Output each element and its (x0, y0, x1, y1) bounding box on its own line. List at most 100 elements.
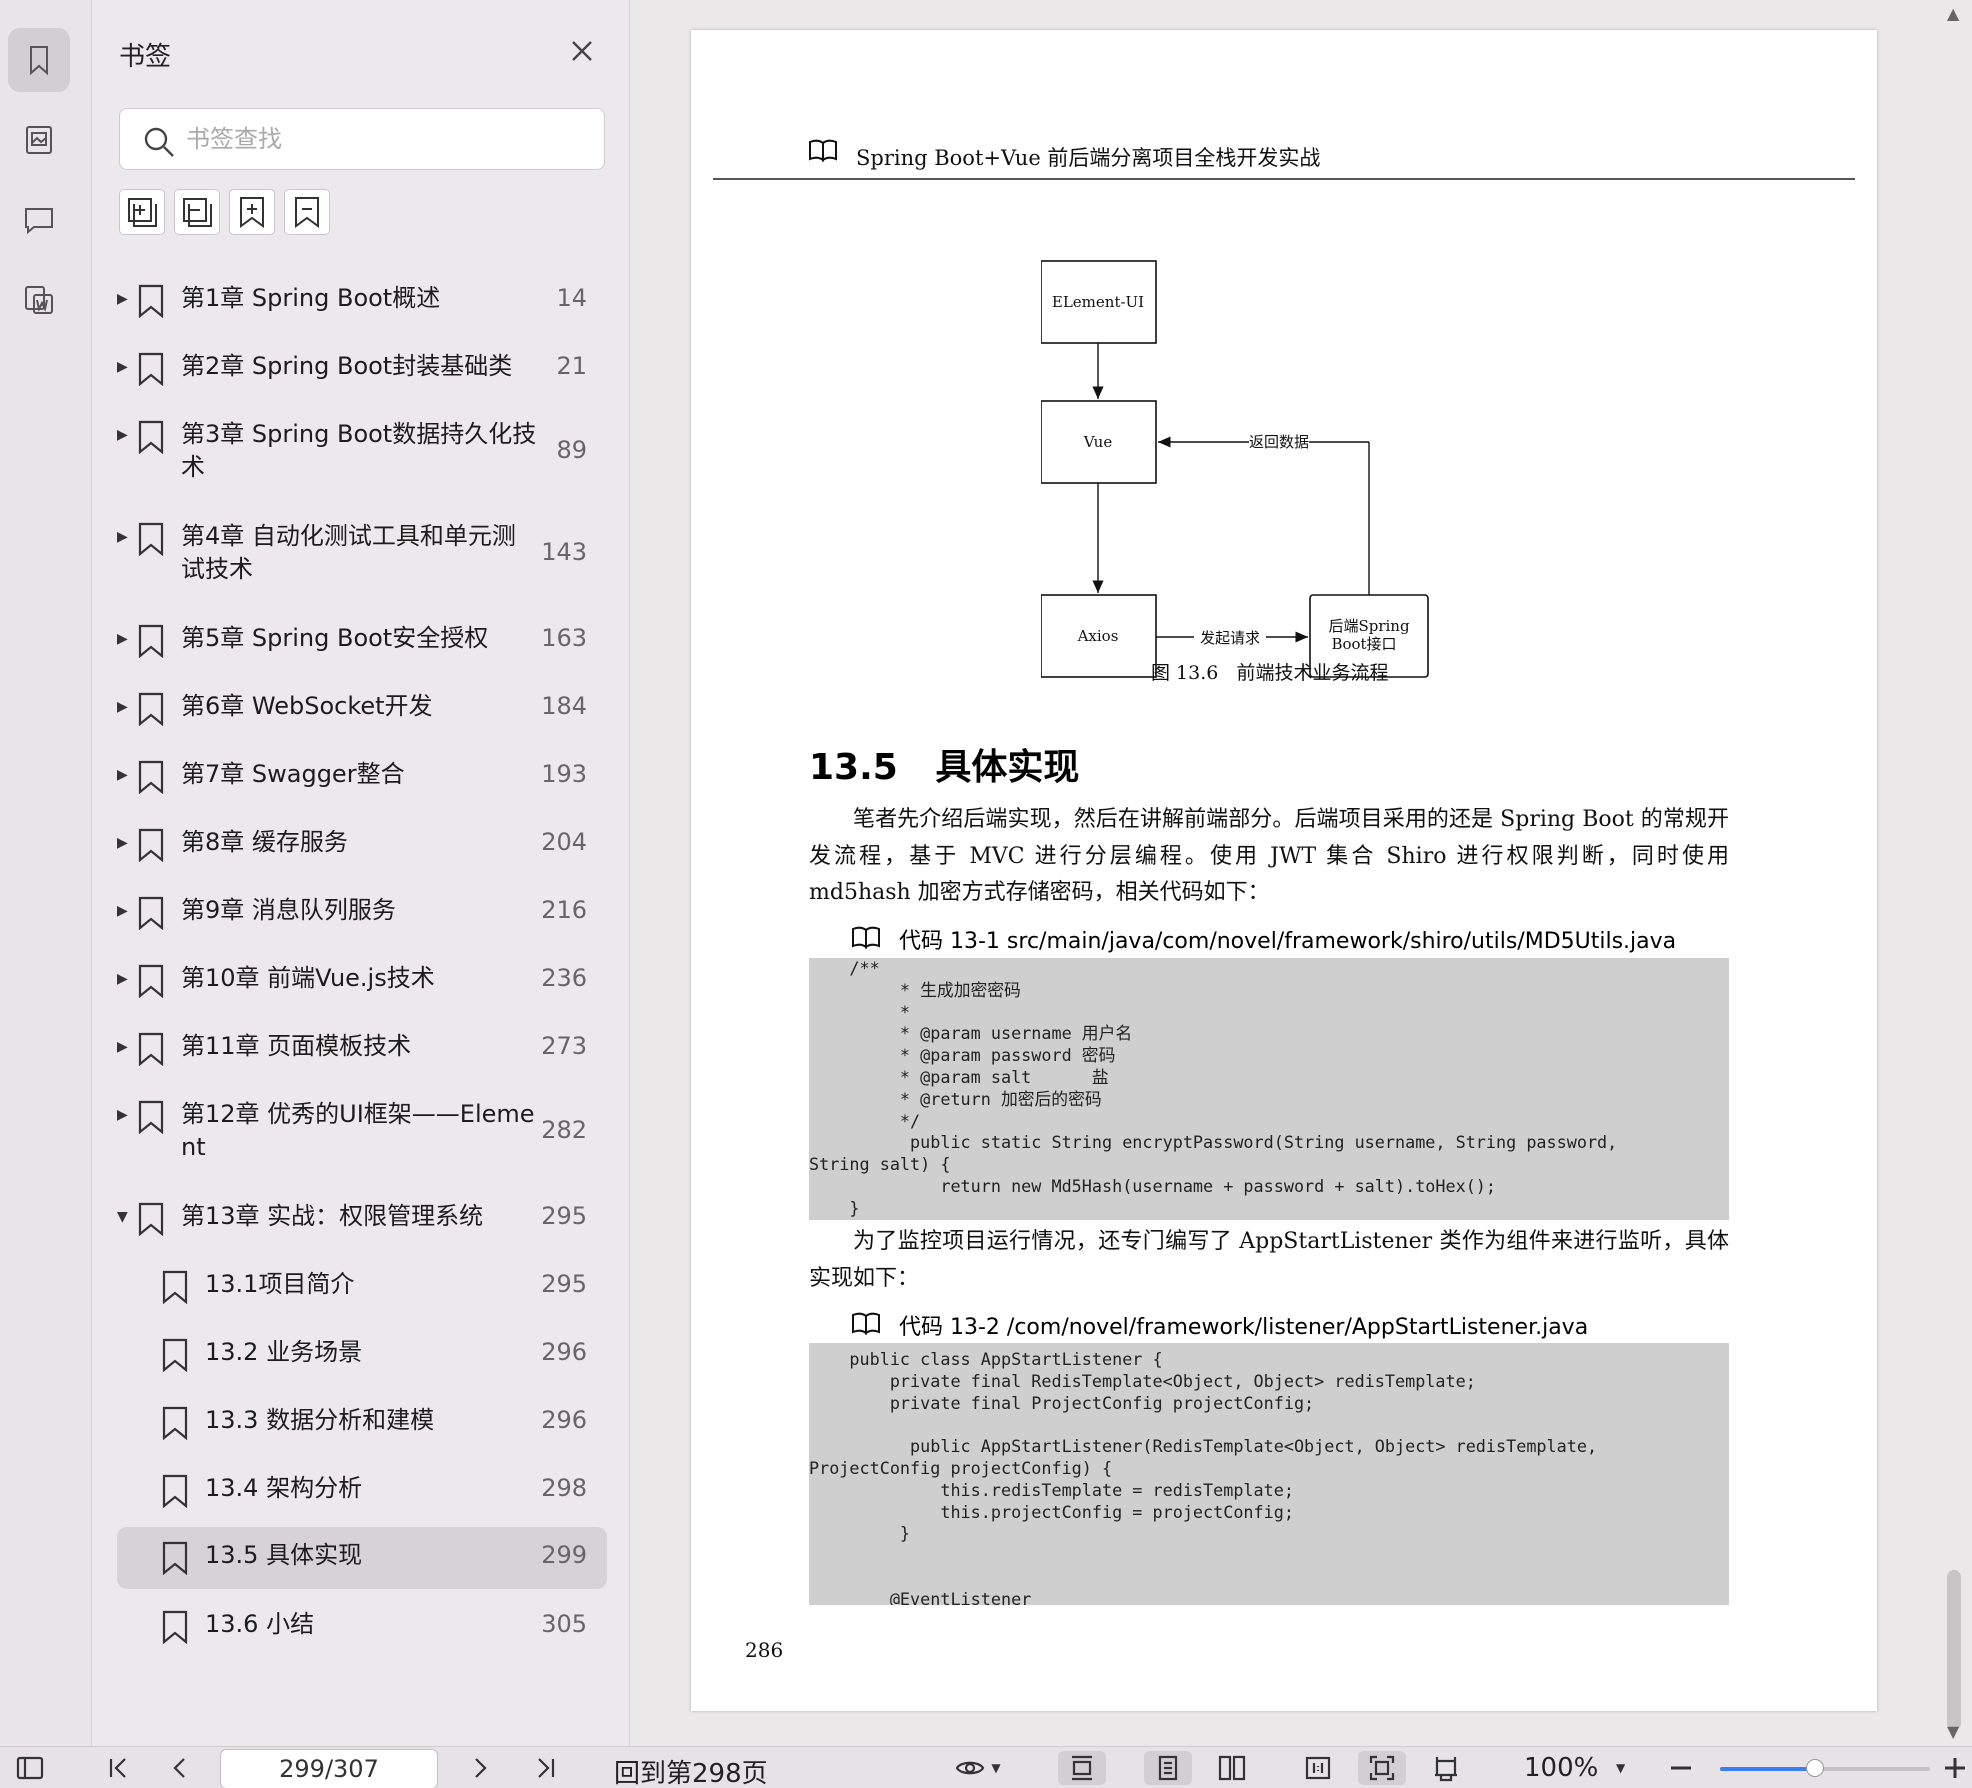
fit-width-button[interactable] (1058, 1751, 1106, 1785)
bookmark-item-13-2[interactable]: 13.2 业务场景 296 (117, 1330, 607, 1380)
expand-arrow-icon[interactable]: ▶ (117, 291, 128, 307)
zoom-slider-handle[interactable] (1805, 1759, 1824, 1777)
bookmark-search[interactable] (119, 108, 605, 170)
scroll-down-icon[interactable]: ▼ (1947, 1722, 1960, 1741)
expand-arrow-icon[interactable]: ▶ (117, 1039, 128, 1055)
bookmark-item-ch13[interactable]: ▼ 第13章 实战：权限管理系统 295 (117, 1194, 607, 1244)
next-page-button[interactable] (462, 1751, 498, 1785)
bookmark-label: 13.4 架构分析 (205, 1474, 363, 1502)
fit-screen-icon (1369, 1755, 1395, 1781)
bookmark-label: 第9章 消息队列服务 (181, 896, 396, 924)
collapse-bookmark-button[interactable] (174, 189, 220, 235)
bookmark-label: 第12章 优秀的UI框架——Eleme (181, 1100, 535, 1128)
first-page-button[interactable] (100, 1751, 136, 1785)
crop-button[interactable] (1422, 1751, 1470, 1785)
document-view[interactable]: Spring Boot+Vue 前后端分离项目全栈开发实战 ELement-UI… (631, 0, 1942, 1746)
expand-arrow-icon[interactable]: ▶ (117, 903, 128, 919)
bookmark-item-ch11[interactable]: ▶ 第11章 页面模板技术 273 (117, 1024, 607, 1074)
bookmark-item-13-3[interactable]: 13.3 数据分析和建模 296 (117, 1398, 607, 1448)
bookmark-page: 143 (541, 538, 587, 566)
bookmark-item-ch6[interactable]: ▶ 第6章 WebSocket开发 184 (117, 684, 607, 734)
bookmark-item-ch7[interactable]: ▶ 第7章 Swagger整合 193 (117, 752, 607, 802)
collapse-arrow-icon[interactable]: ▼ (117, 1209, 128, 1225)
bookmark-item-ch4[interactable]: ▶ 第4章 自动化测试工具和单元测 试技术 143 (117, 514, 607, 594)
code-block-1-text: /** * 生成加密密码 * * @param username 用户名 * @… (809, 958, 1618, 1218)
actual-size-button[interactable] (1294, 1751, 1342, 1785)
zoom-out-button[interactable] (1664, 1751, 1698, 1785)
single-page-button[interactable] (1144, 1751, 1192, 1785)
word-panel-button[interactable] (8, 268, 70, 332)
comment-panel-button[interactable] (8, 188, 70, 252)
bookmark-panel: 书签 ▶ 第1章 Spring Boot概述 14 ▶ 第2章 Spring B… (93, 0, 630, 1746)
expand-arrow-icon[interactable]: ▶ (117, 359, 128, 375)
expand-arrow-icon[interactable]: ▶ (117, 699, 128, 715)
scroll-thumb[interactable] (1947, 1570, 1961, 1730)
bookmark-page: 204 (541, 828, 587, 856)
bookmark-label: 第2章 Spring Boot封装基础类 (181, 352, 513, 380)
return-to-page-link[interactable]: 回到第298页 (614, 1759, 768, 1788)
view-mode-dropdown[interactable]: ▼ (948, 1751, 1008, 1785)
bookmark-page: 89 (556, 436, 587, 464)
node-vue-label: Vue (1083, 433, 1113, 451)
bookmark-item-13-5[interactable]: 13.5 具体实现 299 (117, 1527, 607, 1589)
collapse-all-icon (183, 198, 212, 227)
bookmark-item-ch12[interactable]: ▶ 第12章 优秀的UI框架——Eleme nt 282 (117, 1092, 607, 1172)
bookmark-page: 236 (541, 964, 587, 992)
add-bookmark-button[interactable] (119, 189, 165, 235)
bookmark-label: 13.6 小结 (205, 1610, 315, 1638)
bookmark-icon (137, 1202, 165, 1237)
expand-arrow-icon[interactable]: ▶ (117, 835, 128, 851)
bookmark-label-cont: 术 (181, 453, 205, 481)
bookmark-icon (161, 1270, 189, 1305)
expand-arrow-icon[interactable]: ▶ (117, 767, 128, 783)
bookmark-item-ch9[interactable]: ▶ 第9章 消息队列服务 216 (117, 888, 607, 938)
expand-arrow-icon[interactable]: ▶ (117, 631, 128, 647)
scroll-up-icon[interactable]: ▲ (1947, 4, 1960, 23)
zoom-in-button[interactable] (1940, 1751, 1970, 1785)
bookmark-remove-icon (295, 197, 319, 228)
edge-return-label: 返回数据 (1249, 433, 1309, 451)
bookmark-item-13-6[interactable]: 13.6 小结 305 (117, 1602, 607, 1652)
bookmark-add-icon (240, 197, 264, 228)
bookmark-item-ch8[interactable]: ▶ 第8章 缓存服务 204 (117, 820, 607, 870)
bookmark-item-ch1[interactable]: ▶ 第1章 Spring Boot概述 14 (117, 276, 607, 326)
bottom-toolbar: 回到第298页 ▼ 100% ▼ (0, 1746, 1972, 1788)
bookmark-item-ch5[interactable]: ▶ 第5章 Spring Boot安全授权 163 (117, 616, 607, 666)
node-backend-label-2: Boot接口 (1331, 635, 1396, 653)
node-axios (1041, 594, 1157, 678)
close-panel-button[interactable] (567, 36, 597, 66)
bookmark-item-ch3[interactable]: ▶ 第3章 Spring Boot数据持久化技 术 89 (117, 412, 607, 492)
last-page-button[interactable] (528, 1751, 564, 1785)
bookmark-item-ch10[interactable]: ▶ 第10章 前端Vue.js技术 236 (117, 956, 607, 1006)
bookmark-search-input[interactable] (186, 117, 586, 161)
expand-arrow-icon[interactable]: ▶ (117, 529, 128, 545)
zoom-level[interactable]: 100% (1524, 1753, 1599, 1783)
expand-arrow-icon[interactable]: ▶ (117, 1107, 128, 1123)
vertical-scrollbar[interactable] (1942, 0, 1972, 1746)
crop-icon (1435, 1757, 1457, 1782)
prev-page-button[interactable] (162, 1751, 198, 1785)
page-number-input[interactable] (220, 1749, 438, 1788)
code-caption-2-text: 代码 13-2 /com/novel/framework/listener/Ap… (899, 1315, 1589, 1340)
zoom-slider[interactable] (1720, 1759, 1930, 1777)
two-page-icon (1218, 1755, 1246, 1781)
thumbnail-panel-button[interactable] (8, 108, 70, 172)
edge-request-label: 发起请求 (1200, 629, 1260, 647)
bookmark-item-13-4[interactable]: 13.4 架构分析 298 (117, 1466, 607, 1516)
bookmark-panel-button[interactable] (8, 28, 70, 92)
expand-arrow-icon[interactable]: ▶ (117, 427, 128, 443)
zoom-dropdown-icon[interactable]: ▼ (1616, 1761, 1626, 1775)
insert-bookmark-button[interactable] (229, 189, 275, 235)
bookmark-page: 216 (541, 896, 587, 924)
bookmark-label: 13.2 业务场景 (205, 1338, 363, 1366)
fit-screen-button[interactable] (1358, 1751, 1406, 1785)
sidebar-icon (16, 1756, 44, 1780)
bookmark-item-ch2[interactable]: ▶ 第2章 Spring Boot封装基础类 21 (117, 344, 607, 394)
bookmark-item-13-1[interactable]: 13.1项目简介 295 (117, 1262, 607, 1312)
remove-bookmark-button[interactable] (284, 189, 330, 235)
toggle-sidebar-button[interactable] (12, 1751, 48, 1785)
first-page-icon (109, 1758, 126, 1778)
two-page-button[interactable] (1208, 1751, 1256, 1785)
bookmark-label: 第10章 前端Vue.js技术 (181, 964, 435, 992)
expand-arrow-icon[interactable]: ▶ (117, 971, 128, 987)
